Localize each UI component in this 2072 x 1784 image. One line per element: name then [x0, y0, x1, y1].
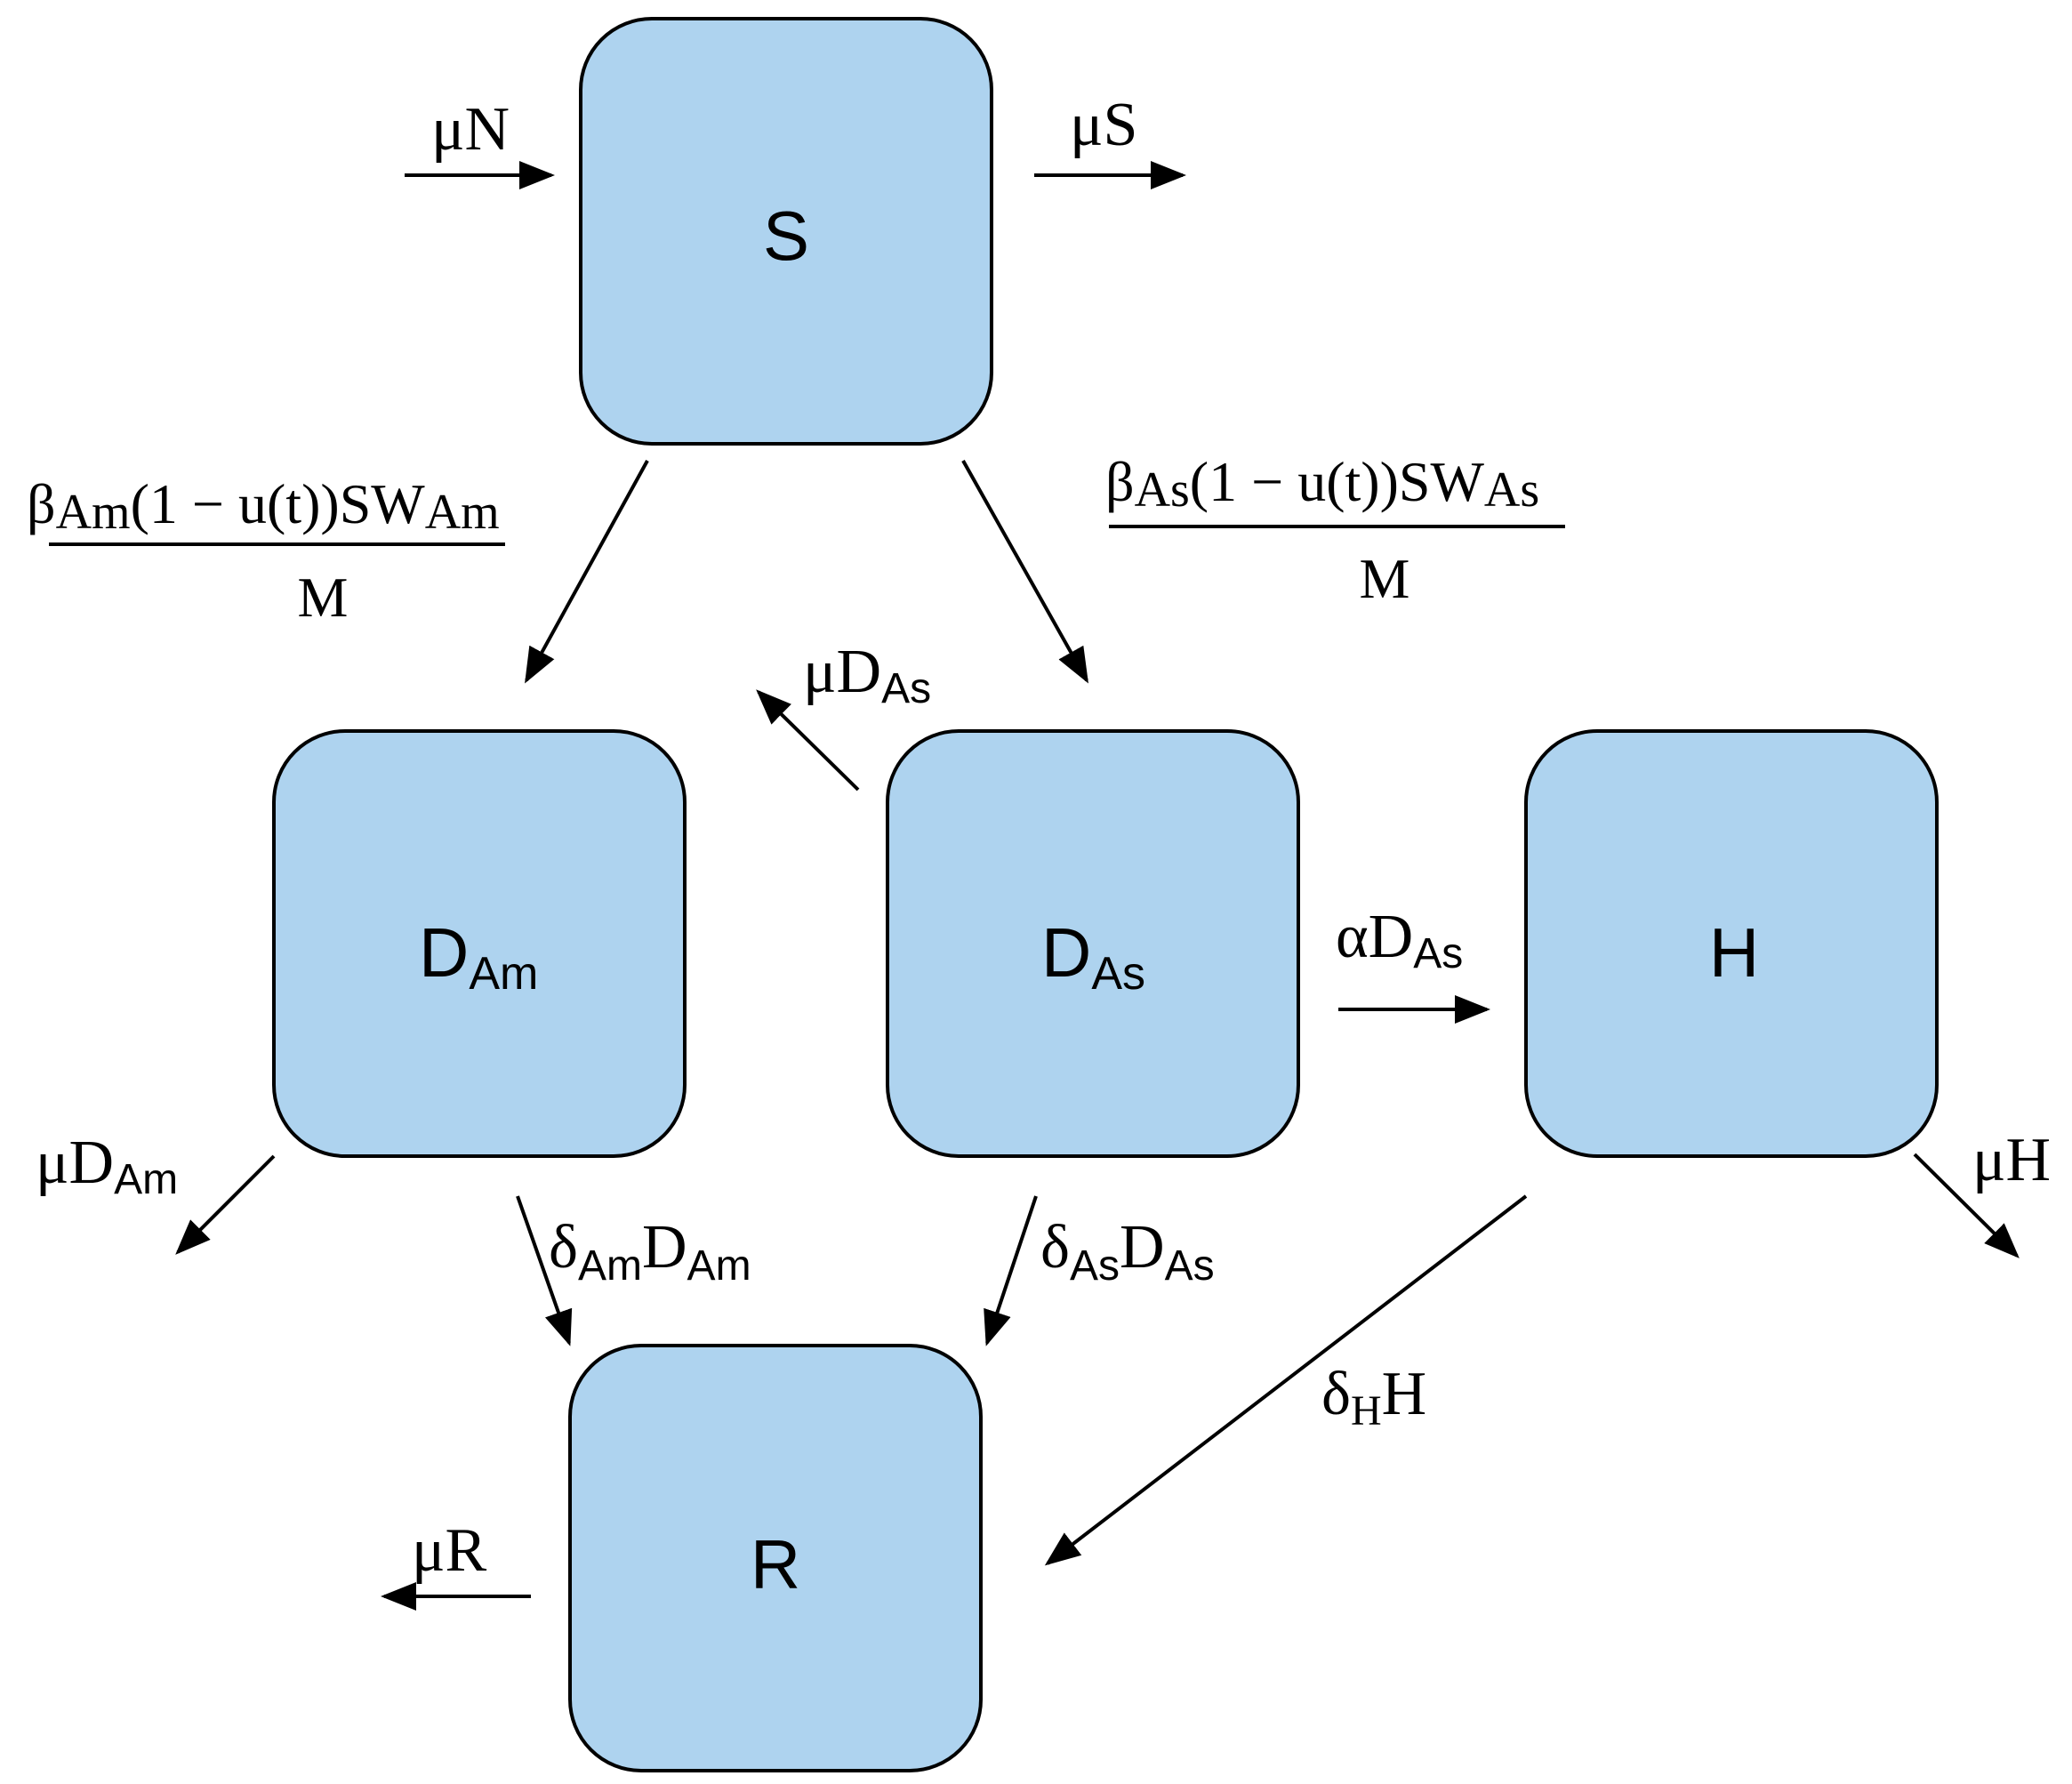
svg-text:R: R: [751, 1525, 800, 1603]
svg-text:βAm(1 − u(t))SWAm: βAm(1 − u(t))SWAm: [27, 472, 500, 540]
label-infection-am: βAm(1 − u(t))SWAm M: [27, 472, 505, 629]
label-recovery-h: δHH: [1321, 1360, 1426, 1434]
label-recovery-am: δAmDAm: [549, 1213, 751, 1290]
svg-text:DAs: DAs: [1041, 913, 1145, 1000]
arrow-s-to-dam: [525, 460, 649, 684]
label-death-dam: μDAm: [36, 1129, 178, 1203]
node-d-am: DAm: [272, 729, 687, 1158]
arrow-dam-death: [175, 1154, 276, 1255]
node-s: S: [579, 17, 993, 446]
svg-text:S: S: [763, 197, 809, 275]
arrow-das-to-r: [984, 1195, 1038, 1346]
arrow-s-to-das: [961, 460, 1088, 684]
svg-text:DAm: DAm: [419, 913, 538, 1000]
node-h: H: [1524, 729, 1939, 1158]
arrow-h-death: [1913, 1153, 2020, 1258]
node-r: R: [568, 1344, 983, 1772]
label-infection-as: βAs(1 − u(t))SWAs M: [1105, 450, 1565, 610]
label-death-h: μH: [1972, 1126, 2051, 1194]
label-hospitalization: αDAs: [1336, 903, 1463, 977]
svg-text:M: M: [1360, 547, 1410, 610]
arrow-h-to-r: [1044, 1194, 1528, 1566]
label-recovery-as: δAsDAs: [1040, 1213, 1215, 1290]
node-d-as: DAs: [886, 729, 1300, 1158]
arrow-das-death: [756, 689, 860, 792]
svg-text:βAs(1 − u(t))SWAs: βAs(1 − u(t))SWAs: [1105, 450, 1539, 518]
svg-text:H: H: [1709, 913, 1759, 992]
label-death-das: μDAs: [803, 638, 931, 712]
svg-text:M: M: [298, 566, 349, 629]
label-outflow-s: μS: [1070, 91, 1137, 159]
arrow-dam-to-r: [516, 1195, 573, 1346]
label-inflow-s: μN: [431, 95, 510, 164]
label-death-r: μR: [412, 1516, 487, 1585]
